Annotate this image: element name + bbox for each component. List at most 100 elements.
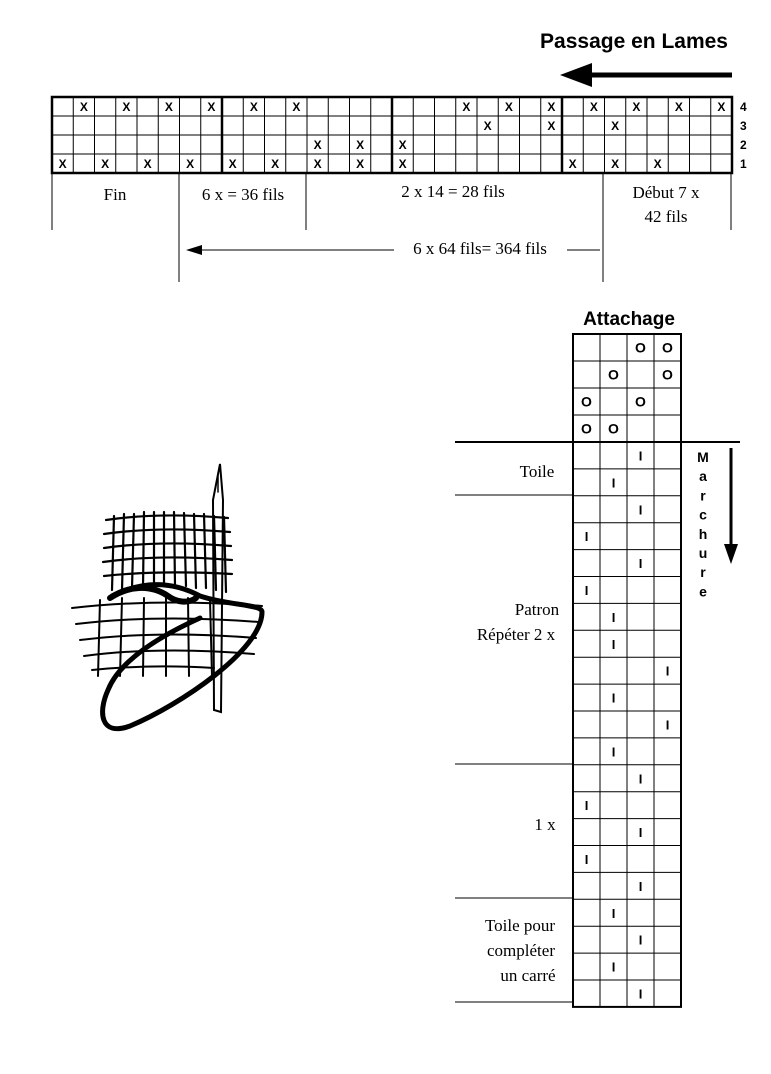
treadling-mark: I (585, 583, 589, 598)
treadling-mark: I (585, 529, 589, 544)
threading-mark: X (314, 138, 322, 152)
marchure-letter: e (699, 583, 707, 599)
tieup-mark: O (662, 367, 673, 383)
treadling-section-patron-line1: Patron (515, 600, 560, 619)
direction-arrow-left (560, 63, 732, 87)
shaft-label: 2 (740, 138, 747, 152)
treadling-mark: I (612, 610, 616, 625)
shaft-label: 4 (740, 100, 747, 114)
threading-mark: X (356, 157, 364, 171)
threading-mark: X (207, 100, 215, 114)
threading-mark: X (654, 157, 662, 171)
threading-mark: X (632, 100, 640, 114)
threading-mark: X (547, 119, 555, 133)
threading-mark: X (250, 100, 258, 114)
treadling-mark: I (639, 771, 643, 786)
tieup-grid (572, 333, 682, 443)
marchure-letter: M (697, 449, 709, 465)
direction-arrow-down (724, 448, 738, 564)
tieup-mark: O (581, 421, 592, 437)
treadling-mark: I (612, 906, 616, 921)
treadling-section-patron-line2: Répéter 2 x (477, 625, 556, 644)
treadling-mark: I (585, 798, 589, 813)
marchure-letter: r (700, 564, 706, 580)
threading-mark: X (675, 100, 683, 114)
treadling-section-1x: 1 x (534, 815, 556, 834)
treadling-mark: I (585, 852, 589, 867)
section-label-36-fils: 6 x = 36 fils (202, 185, 284, 204)
threading-mark: X (484, 119, 492, 133)
repeat-span-label: 6 x 64 fils= 364 fils (413, 239, 547, 258)
shaft-label: 1 (740, 157, 747, 171)
threading-mark: X (80, 100, 88, 114)
threading-mark: X (611, 157, 619, 171)
threading-section-dividers (51, 174, 732, 282)
threading-mark: X (590, 100, 598, 114)
treadling-section-toile-pour-line2: compléter (487, 941, 555, 960)
marchure-letter: u (699, 545, 708, 561)
marchure-letter: a (699, 468, 707, 484)
threading-mark: X (101, 157, 109, 171)
treadling-mark: I (639, 556, 643, 571)
threading-mark: X (462, 100, 470, 114)
treadling-mark: I (612, 475, 616, 490)
treadling-mark: I (612, 960, 616, 975)
threading-mark: X (144, 157, 152, 171)
tieup-mark: O (608, 421, 619, 437)
threading-mark: X (292, 100, 300, 114)
threading-grid (50, 95, 734, 175)
treadling-section-toile-pour-line3: un carré (500, 966, 555, 985)
threading-mark: X (122, 100, 130, 114)
treadling-mark: I (666, 664, 670, 679)
treadling-mark: I (666, 717, 670, 732)
marchure-letter: h (699, 526, 708, 542)
threading-mark: X (399, 157, 407, 171)
threading-mark: X (547, 100, 555, 114)
threading-mark: X (59, 157, 67, 171)
treadling-mark: I (639, 933, 643, 948)
treadling-mark: I (612, 637, 616, 652)
marchure-letter: r (700, 487, 706, 503)
tieup-mark: O (608, 367, 619, 383)
shaft-labels: 4 3 2 1 (740, 100, 747, 171)
threading-mark: X (505, 100, 513, 114)
treadling-mark: I (639, 825, 643, 840)
treadling-mark: I (612, 691, 616, 706)
tieup-mark: O (635, 394, 646, 410)
treadling-mark: I (639, 879, 643, 894)
treadling-section-toile-pour-line1: Toile pour (485, 916, 555, 935)
threading-mark: X (399, 138, 407, 152)
treadling-mark: I (639, 502, 643, 517)
treadling-mark: I (612, 744, 616, 759)
tieup-mark: O (635, 340, 646, 356)
section-label-42-fils: 42 fils (645, 207, 688, 226)
threading-mark: X (165, 100, 173, 114)
shaft-label: 3 (740, 119, 747, 133)
threading-mark: X (271, 157, 279, 171)
repeat-span-arrow (186, 245, 600, 255)
needle-weaving-icon (71, 463, 265, 732)
treadling-mark: I (639, 986, 643, 1001)
threading-mark: X (717, 100, 725, 114)
threading-mark: X (314, 157, 322, 171)
threading-mark: X (356, 138, 364, 152)
section-label-debut: Début 7 x (632, 183, 700, 202)
tieup-title: Attachage (583, 309, 675, 330)
threading-mark: X (186, 157, 194, 171)
treadling-section-lines (455, 494, 573, 1003)
threading-mark: X (569, 157, 577, 171)
threading-mark: X (229, 157, 237, 171)
section-label-fin: Fin (104, 185, 127, 204)
treadling-section-toile: Toile (520, 462, 555, 481)
tieup-mark: O (662, 340, 673, 356)
treadling-mark: I (639, 448, 643, 463)
section-label-28-fils: 2 x 14 = 28 fils (401, 182, 505, 201)
tieup-mark: O (581, 394, 592, 410)
threading-title: Passage en Lames (540, 30, 728, 53)
threading-mark: X (611, 119, 619, 133)
